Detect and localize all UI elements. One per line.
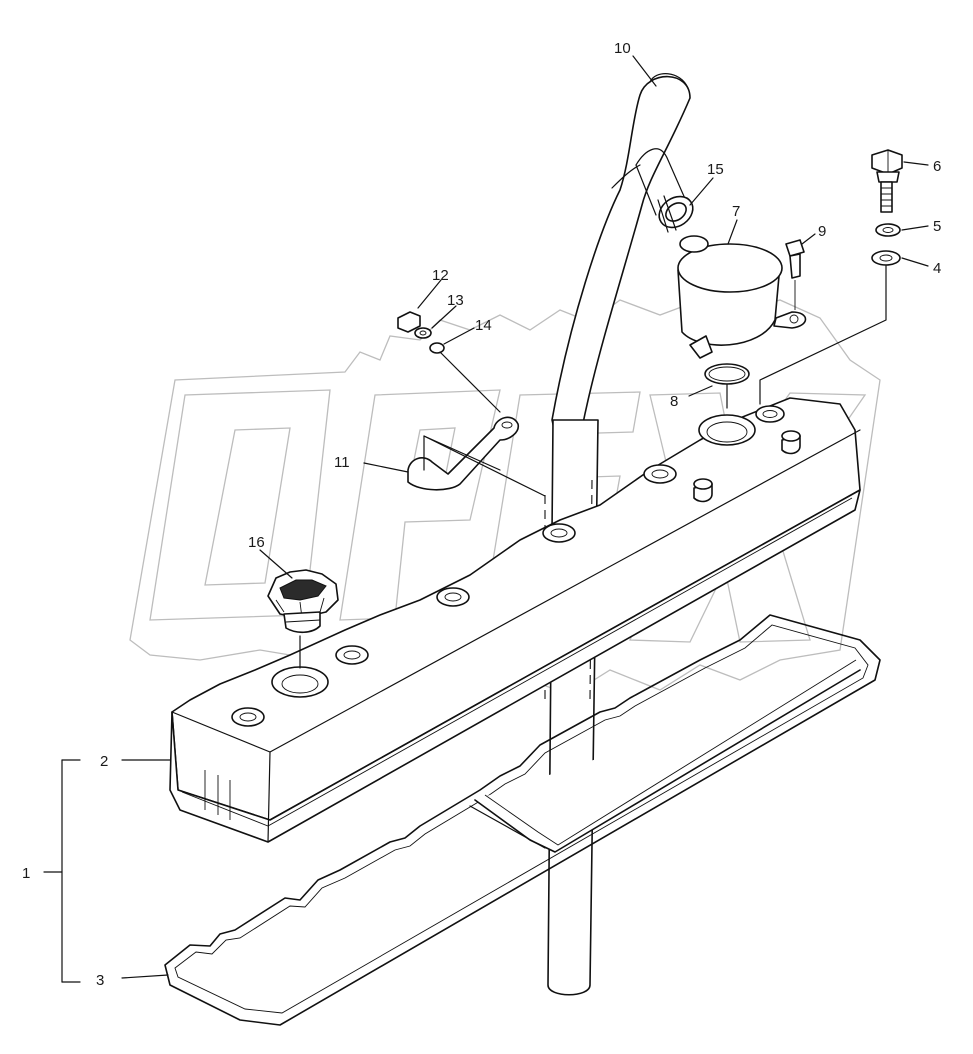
callout-1: 1 <box>22 865 30 882</box>
callout-16: 16 <box>248 534 265 551</box>
callout-15: 15 <box>707 161 724 178</box>
callout-7: 7 <box>732 203 740 220</box>
callout-3: 3 <box>96 972 104 989</box>
leader-lines <box>121 55 929 979</box>
oil-filler-cap <box>267 569 339 669</box>
callout-4: 4 <box>933 260 941 277</box>
callout-2: 2 <box>100 753 108 770</box>
callout-9: 9 <box>818 223 826 240</box>
callout-13: 13 <box>447 292 464 309</box>
callout-10: 10 <box>614 40 631 57</box>
small-bolt <box>785 239 805 310</box>
clip-assembly <box>397 311 546 497</box>
callout-8: 8 <box>670 393 678 410</box>
breather-canister <box>677 235 807 359</box>
rocker-cover <box>169 397 861 843</box>
gasket <box>164 614 881 1026</box>
o-ring <box>704 363 750 409</box>
bolt-stack <box>759 149 903 405</box>
callout-5: 5 <box>933 218 941 235</box>
callout-6: 6 <box>933 158 941 175</box>
callout-14: 14 <box>475 317 492 334</box>
callout-11: 11 <box>334 454 350 471</box>
hose-clamp <box>657 195 694 233</box>
callout-12: 12 <box>432 267 449 284</box>
callout-labels: 1 2 3 4 5 6 7 8 9 10 11 12 13 14 15 16 <box>22 40 941 989</box>
assembly-bracket <box>43 759 81 983</box>
